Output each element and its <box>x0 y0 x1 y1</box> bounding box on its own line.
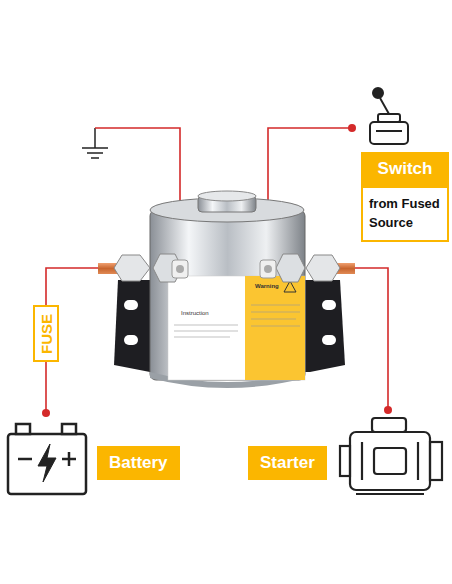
fuse-box: FUSE <box>33 305 59 362</box>
wires <box>46 128 388 410</box>
ground-symbol <box>82 128 108 158</box>
switch-box: Switchfrom Fused Source <box>361 152 449 242</box>
wire-connector <box>45 362 47 410</box>
switch-heading: Switch <box>361 152 449 186</box>
battery-icon <box>8 424 86 494</box>
sticker-text: Instruction <box>181 310 209 316</box>
switch-note: from Fused Source <box>361 186 449 242</box>
switch-icon <box>370 88 408 144</box>
starter-label: Starter <box>248 446 327 480</box>
solenoid <box>98 191 355 388</box>
sticker-heading: Warning <box>255 283 279 289</box>
starter-group: Starter <box>245 410 450 502</box>
battery-group: Battery <box>0 410 188 502</box>
battery-label: Battery <box>97 446 180 480</box>
starter-icon <box>340 418 442 494</box>
fuse-label: FUSE <box>38 313 55 353</box>
wire-dots <box>42 124 392 417</box>
